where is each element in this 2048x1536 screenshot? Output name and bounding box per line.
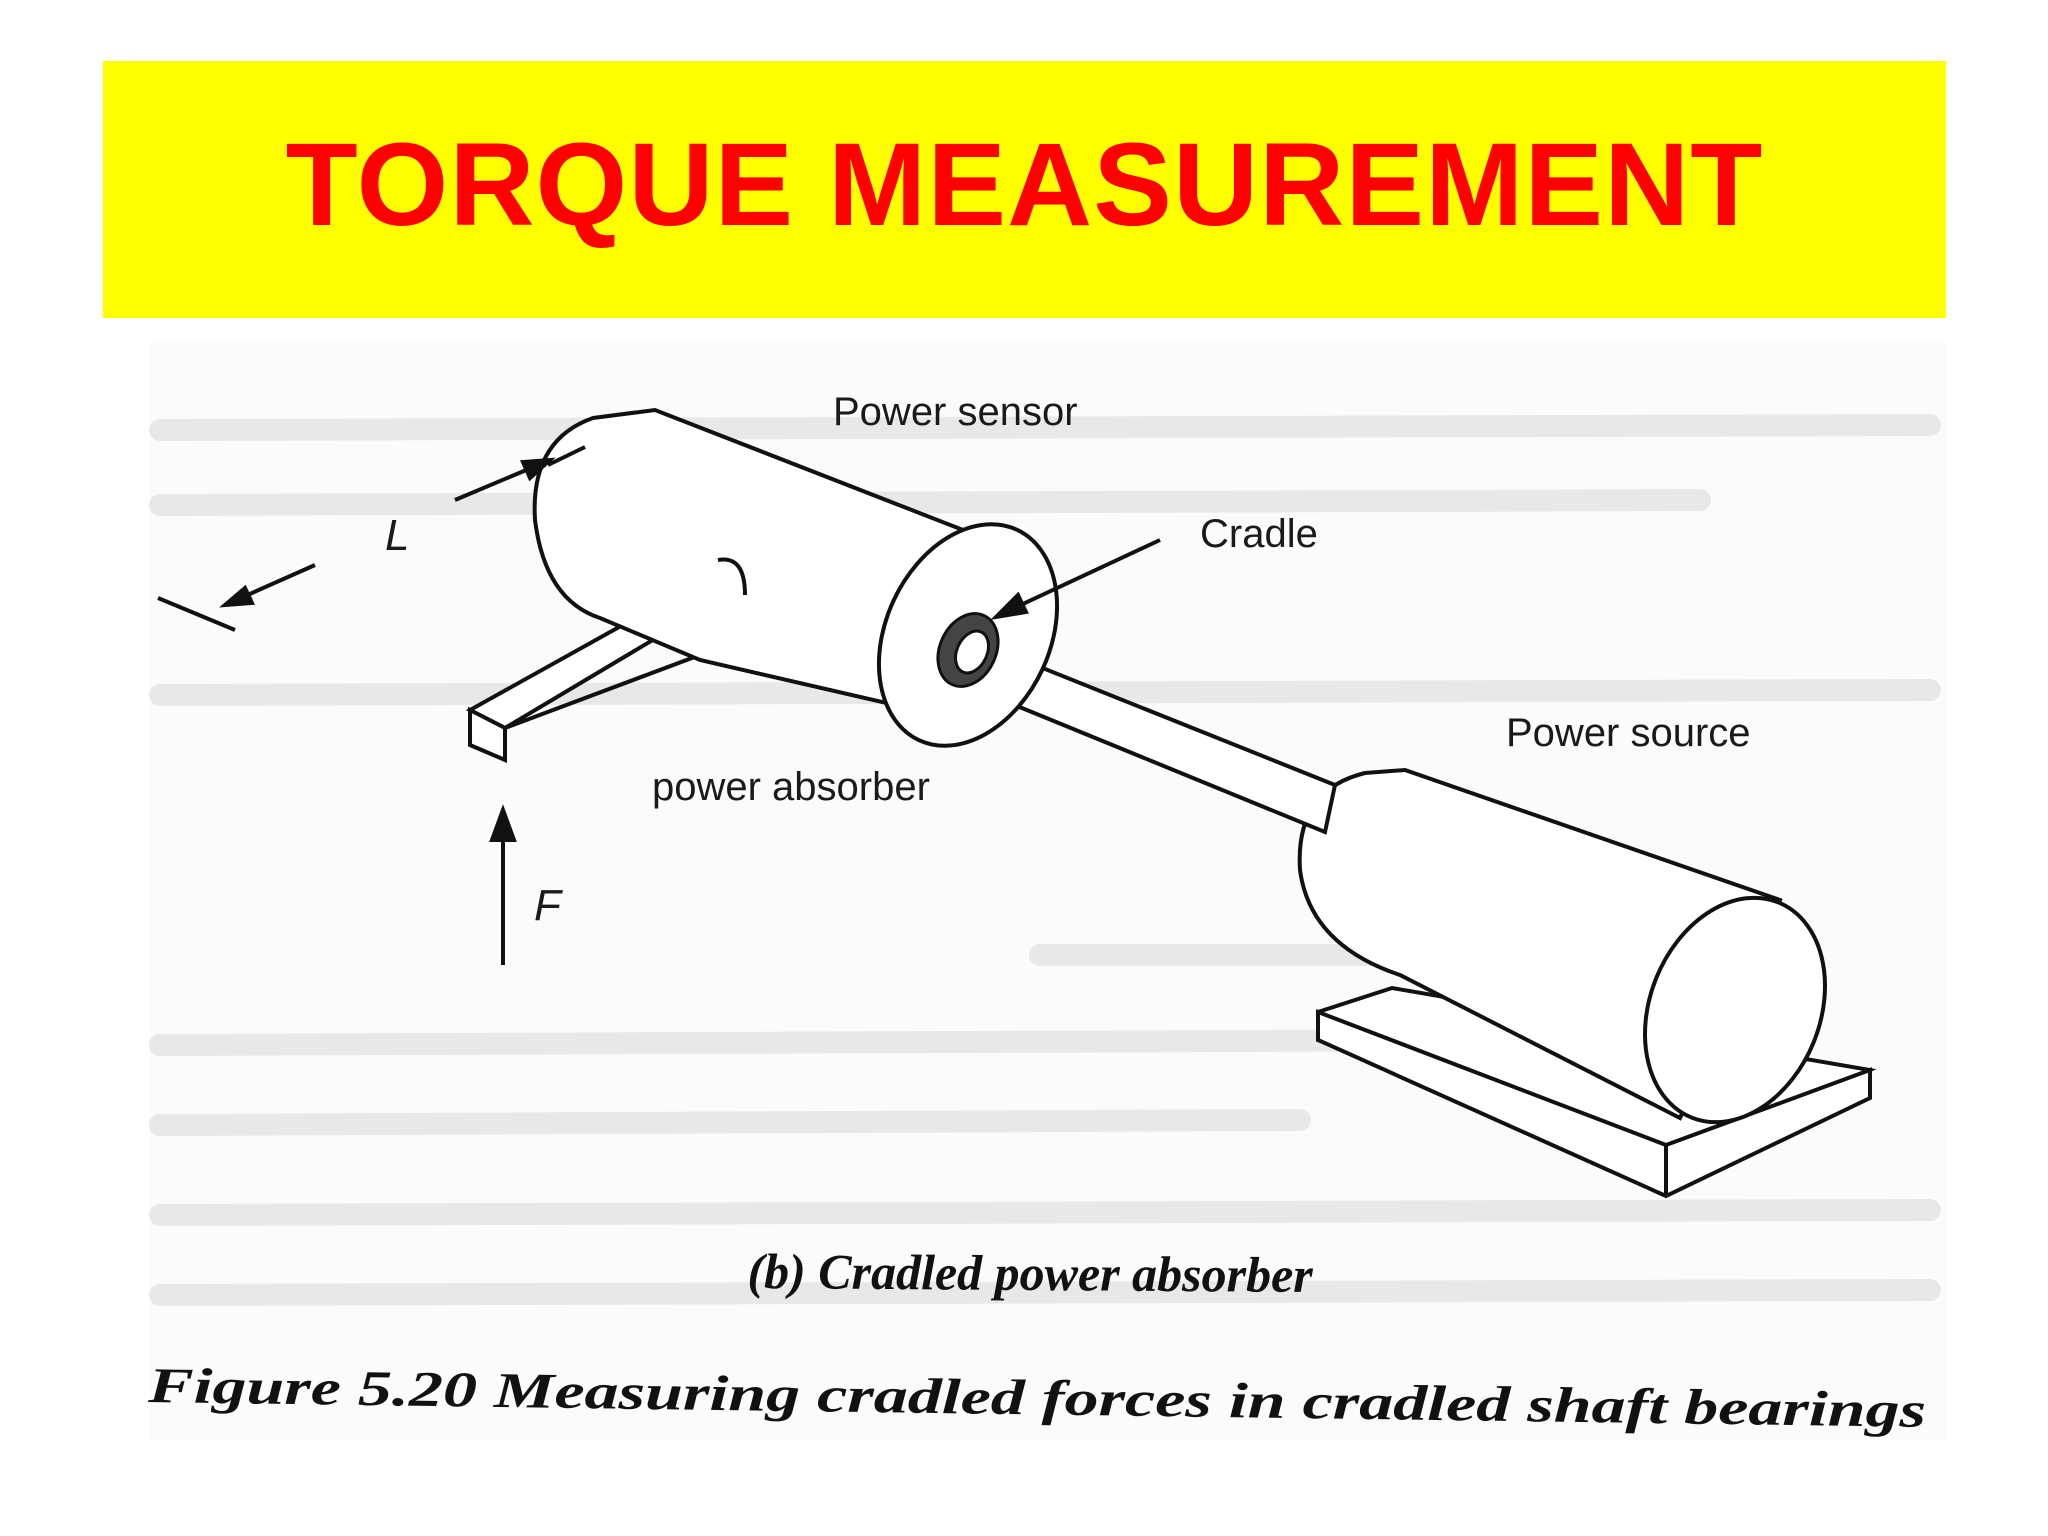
power-sensor-label: Power sensor [833, 390, 1078, 434]
power-source-base [1316, 985, 1877, 1199]
cradle-leader [990, 538, 1161, 620]
force-arrow [489, 804, 517, 965]
cradle-bearing [936, 612, 1000, 688]
power-source-cylinder [1297, 767, 1827, 1125]
figure-caption: Figure 5.20 Measuring cradled forces in … [146, 1357, 1926, 1438]
length-dimension [157, 445, 586, 632]
cradle-label: Cradle [1200, 512, 1318, 556]
page-title: TORQUE MEASUREMENT [285, 118, 1764, 251]
power-absorber-label: power absorber [652, 765, 930, 809]
length-label: L [385, 511, 409, 560]
force-label: F [534, 881, 563, 930]
figure-subcaption: (b) Cradled power absorber [747, 1243, 1313, 1303]
title-banner: TORQUE MEASUREMENT [103, 61, 1946, 318]
power-absorber-cylinder [532, 407, 1060, 748]
power-source-label: Power source [1506, 711, 1751, 755]
